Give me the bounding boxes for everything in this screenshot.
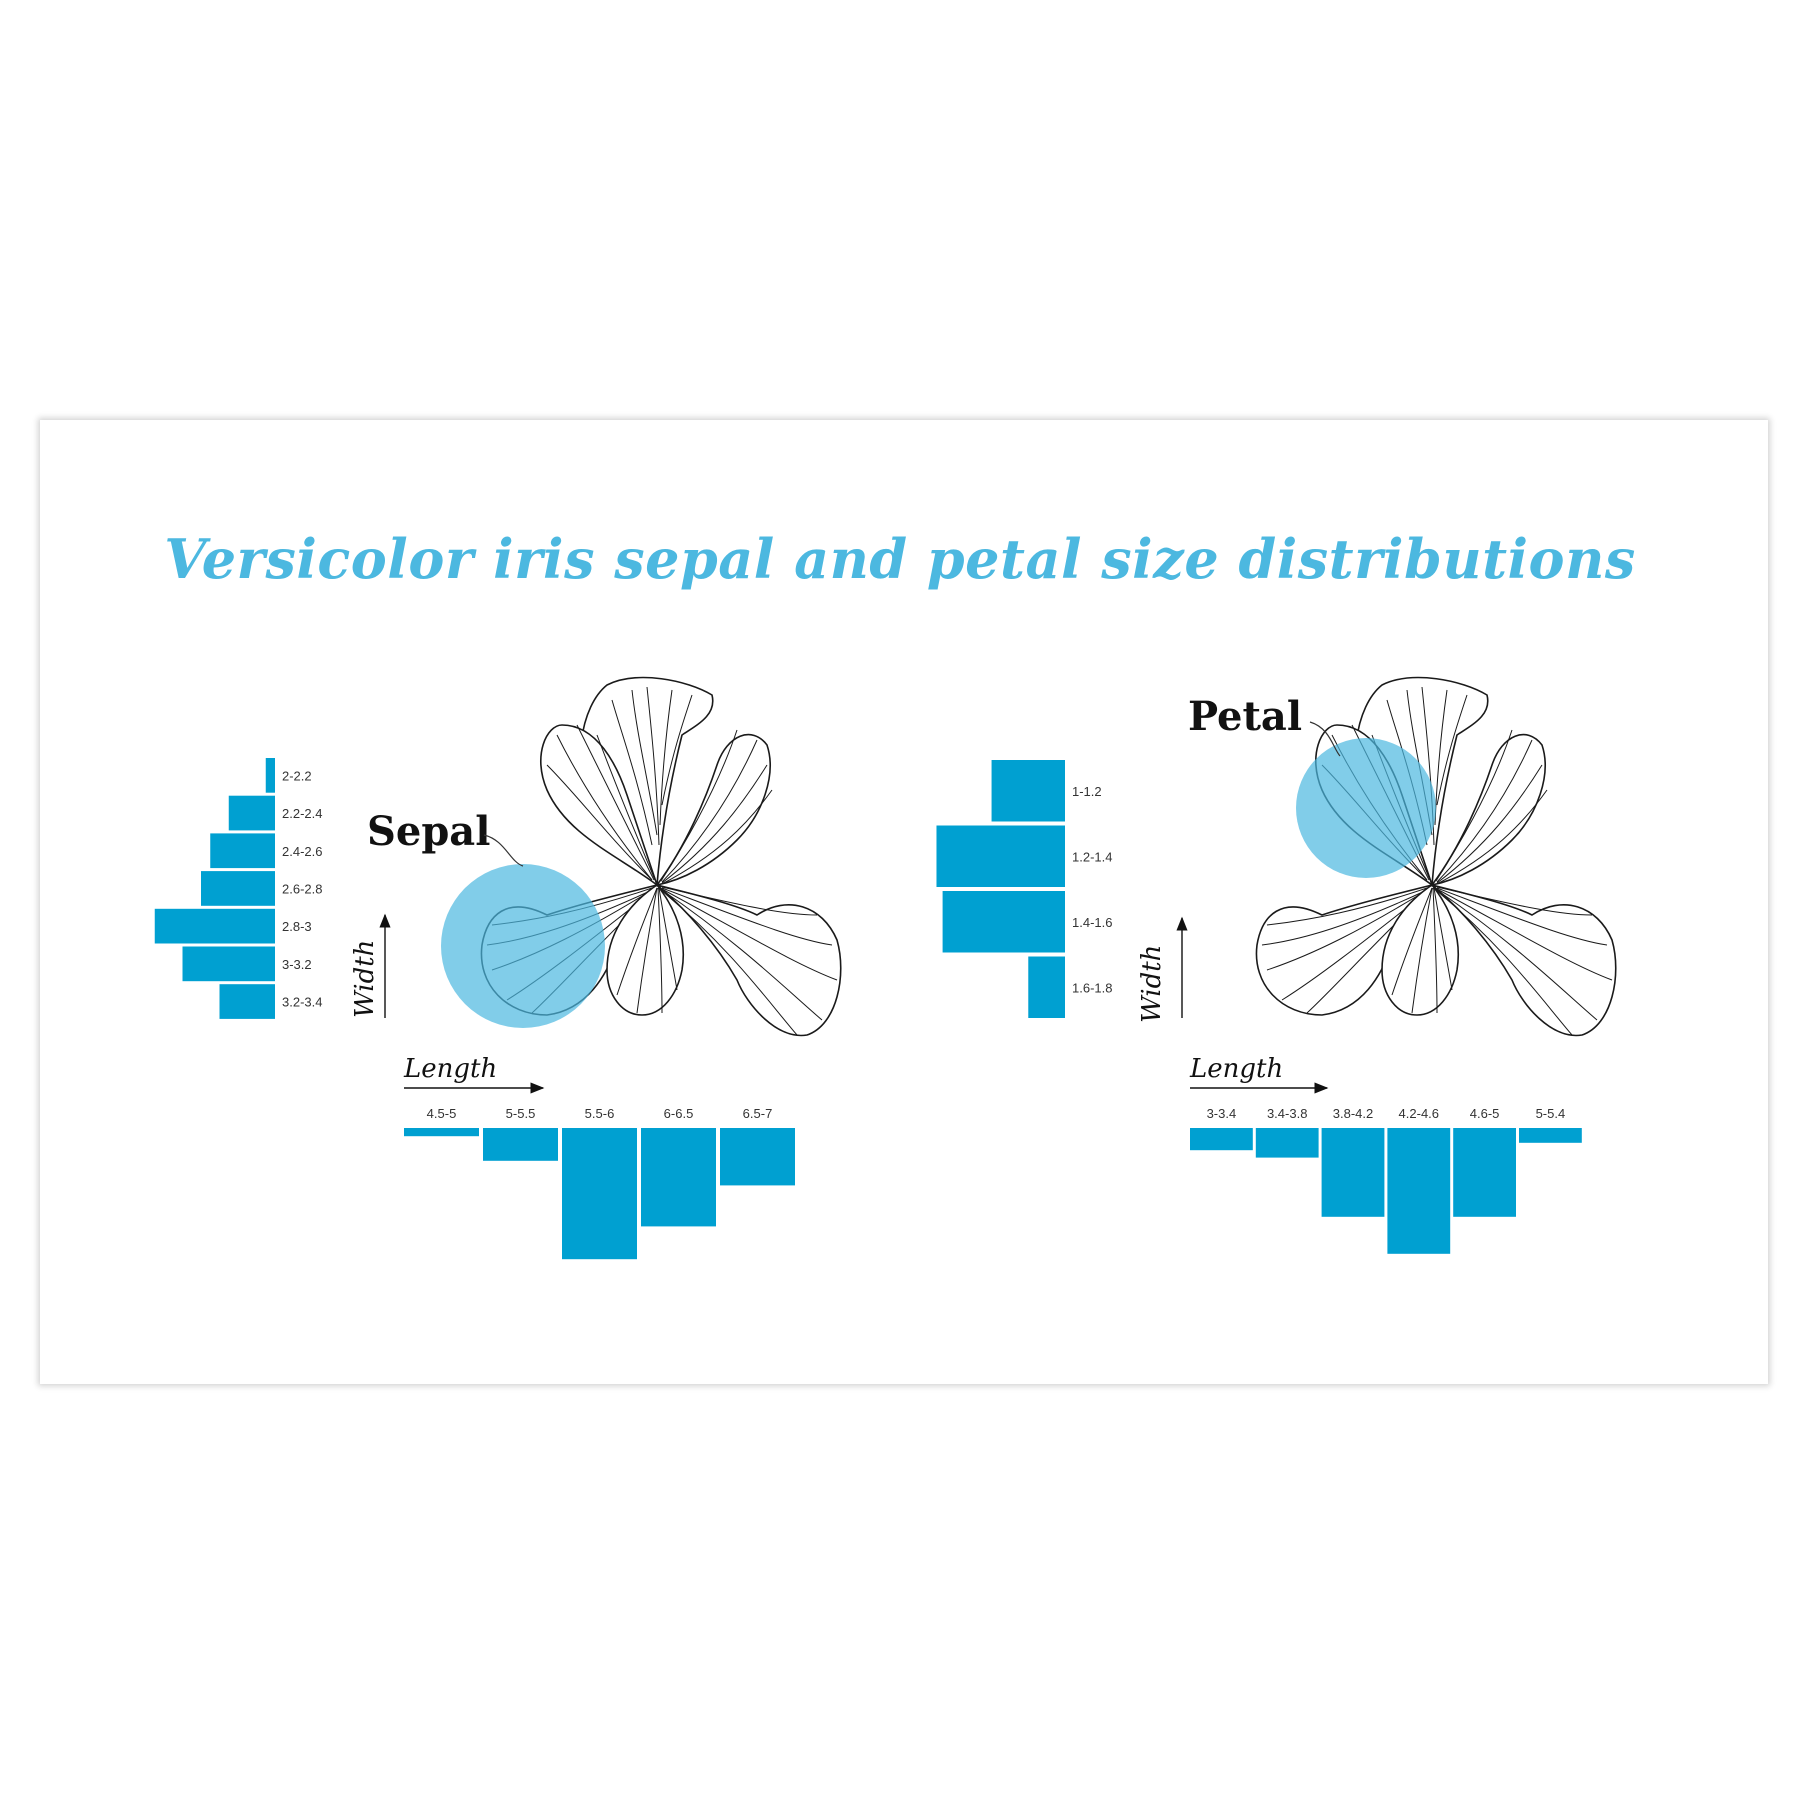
sepal-length-tick-label: 5.5-6 — [585, 1106, 615, 1121]
sepal-callout: Sepal — [367, 808, 490, 855]
sepal-leader-line — [483, 834, 524, 867]
sepal-width-tick-label: 2.6-2.8 — [282, 881, 322, 896]
petal-length-tick-label: 5-5.4 — [1536, 1106, 1566, 1121]
petal-length-tick-label: 4.6-5 — [1470, 1106, 1500, 1121]
sepal-length-tick-label: 6-6.5 — [664, 1106, 694, 1121]
sepal-highlight-circle — [441, 864, 605, 1028]
sepal-width-bar — [154, 908, 275, 944]
petal-length-tick-label: 3-3.4 — [1207, 1106, 1237, 1121]
sepal-width-tick-label: 2-2.2 — [282, 768, 312, 783]
petal-callout: Petal — [1188, 693, 1302, 740]
petal-length-bar — [1519, 1128, 1582, 1143]
sepal-length-tick-label: 6.5-7 — [743, 1106, 773, 1121]
sepal-length-axis-title: Length — [403, 1054, 497, 1084]
petal-leader-line — [1309, 721, 1341, 757]
sepal-width-tick-label: 2.2-2.4 — [282, 806, 322, 821]
sepal-length-tick-label: 4.5-5 — [427, 1106, 457, 1121]
sepal-width-tick-label: 2.8-3 — [282, 919, 312, 934]
petal-length-tick-label: 4.2-4.6 — [1399, 1106, 1439, 1121]
petal-width-tick-label: 1.6-1.8 — [1072, 980, 1112, 995]
sepal-width-tick-label: 3.2-3.4 — [282, 995, 322, 1010]
petal-length-bar — [1190, 1128, 1253, 1151]
petal-length-bar — [1387, 1128, 1451, 1254]
sepal-length-bar — [641, 1128, 716, 1227]
petal-length-bar — [1255, 1128, 1319, 1158]
petal-width-tick-label: 1.4-1.6 — [1072, 915, 1112, 930]
sepal-width-bar — [228, 795, 275, 831]
sepal-length-tick-label: 5-5.5 — [506, 1106, 536, 1121]
petal-highlight-circle — [1296, 738, 1436, 878]
sepal-width-bar — [182, 946, 275, 982]
sepal-width-bar — [219, 984, 275, 1019]
sepal-width-bar — [201, 871, 275, 906]
sepal-length-bar — [562, 1128, 637, 1260]
petal-length-bar — [1321, 1128, 1385, 1217]
sepal-length-bar — [404, 1128, 479, 1137]
sepal-length-bar — [720, 1128, 795, 1186]
petal-length-axis-title: Length — [1189, 1054, 1283, 1084]
sepal-length-histogram: 4.5-5 5-5.5 5.5-6 6-6.5 6.5-7 — [404, 1106, 795, 1260]
petal-width-histogram: 1-1.2 1.2-1.4 1.4-1.6 1.6-1.8 — [936, 760, 1112, 1018]
petal-width-bar — [942, 891, 1065, 953]
petal-width-bar — [936, 825, 1065, 887]
sepal-width-tick-label: 2.4-2.6 — [282, 844, 322, 859]
petal-width-axis-title: Width — [1137, 945, 1167, 1023]
petal-width-tick-label: 1-1.2 — [1072, 784, 1102, 799]
chart-title: Versicolor iris sepal and petal size dis… — [164, 527, 1636, 591]
petal-width-bar — [991, 760, 1065, 822]
petal-length-histogram: 3-3.4 3.4-3.8 3.8-4.2 4.2-4.6 4.6-5 5-5.4 — [1190, 1106, 1582, 1254]
petal-iris-illustration — [1255, 676, 1617, 1037]
sepal-width-bar — [265, 758, 275, 793]
petal-length-tick-label: 3.4-3.8 — [1267, 1106, 1307, 1121]
sepal-length-bar — [483, 1128, 558, 1161]
petal-width-tick-label: 1.2-1.4 — [1072, 849, 1112, 864]
sepal-width-histogram: 2-2.2 2.2-2.4 2.4-2.6 2.6-2.8 2.8-3 3-3.2 3.2-… — [154, 758, 322, 1019]
petal-width-bar — [1028, 956, 1065, 1018]
petal-length-bar — [1453, 1128, 1516, 1217]
petal-length-tick-label: 3.8-4.2 — [1333, 1106, 1373, 1121]
sepal-width-bar — [210, 833, 275, 869]
sepal-width-tick-label: 3-3.2 — [282, 957, 312, 972]
sepal-width-axis-title: Width — [350, 940, 380, 1018]
